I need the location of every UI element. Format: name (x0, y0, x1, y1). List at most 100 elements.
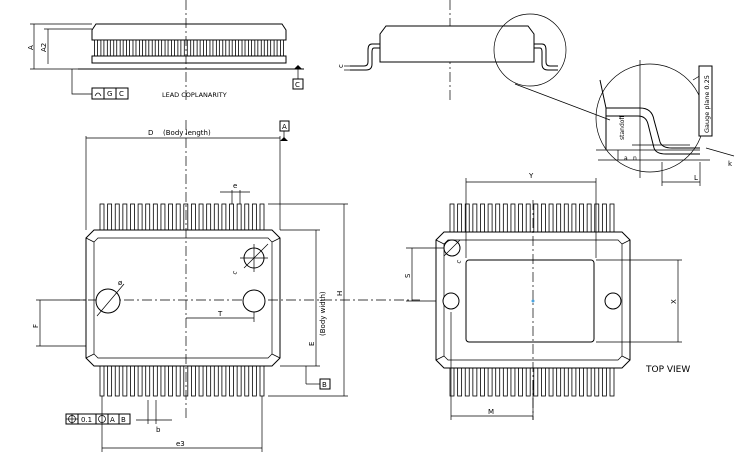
lead-detail-view: standoff a n Gauge plane 0.25 L k (595, 60, 735, 186)
lead-pin (533, 203, 539, 233)
lead-pin (94, 39, 98, 57)
lead-pin (495, 367, 501, 397)
gauge-plane-label: Gauge plane 0.25 (703, 75, 711, 133)
datum-A-label: A (282, 123, 287, 131)
lead-pin (518, 203, 523, 233)
lead-pin (571, 367, 577, 397)
standoff-label: standoff (619, 115, 626, 140)
lead-pin (145, 365, 151, 397)
lead-pin (241, 39, 246, 57)
tol-datum-B: B (121, 416, 126, 424)
dim-e-label: e (233, 182, 237, 190)
lead-pin (99, 365, 105, 397)
lead-pin (175, 203, 181, 231)
lead-coplanarity-label: LEAD COPLANARITY (162, 91, 227, 99)
lead-pin (236, 365, 242, 397)
bottom-view-bottom-leads (99, 365, 265, 397)
dim-b-label: b (156, 426, 161, 434)
lead-pin (206, 365, 212, 397)
tol-value: 0.1 (81, 416, 92, 424)
side-profile-view: c (337, 0, 611, 121)
lead-pin (132, 39, 137, 57)
lead-pin (472, 367, 478, 397)
lead-pin (502, 203, 508, 233)
lead-pin (244, 365, 250, 397)
lead-pin (563, 203, 569, 233)
lead-pin (221, 203, 227, 231)
lead-pin (168, 365, 173, 397)
lead-pin (215, 39, 220, 57)
lead-pin (99, 203, 105, 231)
lead-pin (160, 365, 166, 397)
top-view-label: TOP VIEW (645, 365, 690, 375)
lead-pin (449, 367, 455, 397)
lead-pin (145, 39, 150, 57)
dim-k-label: k (728, 160, 733, 168)
top-view-top-leads (449, 203, 615, 233)
lead-pin (510, 203, 516, 233)
dim-a1-label: a (624, 155, 628, 162)
frame-C: C (119, 90, 124, 98)
datum-C-label: C (295, 81, 300, 89)
dim-e3-label: e3 (176, 440, 185, 448)
bottom-view-top-leads (99, 203, 265, 231)
bottom-view: ø c D (Body length) A e E (Body width) H (32, 120, 420, 452)
lead-pin (107, 365, 113, 397)
lead-pin (229, 203, 234, 231)
dim-F-label: F (32, 324, 40, 328)
lead-pin (251, 203, 257, 231)
dim-c-label: c (337, 64, 345, 68)
lead-pin (138, 39, 143, 57)
lead-pin (548, 203, 554, 233)
lead-pin (235, 39, 240, 57)
dim-S-label: S (404, 273, 412, 278)
lead-pin (541, 367, 546, 397)
lead-pin (137, 365, 143, 397)
lead-pin (480, 203, 485, 233)
lead-pin (260, 39, 265, 57)
lead-pin (457, 367, 463, 397)
lead-pin (130, 365, 135, 397)
dim-E-label: E (308, 342, 316, 346)
lead-pin (196, 39, 201, 57)
lead-pin (449, 203, 455, 233)
lead-pin (244, 203, 250, 231)
lead-pin (601, 367, 607, 397)
lead-pin (518, 367, 523, 397)
lead-pin (609, 367, 615, 397)
lead-pin (114, 365, 120, 397)
lead-pin (221, 365, 227, 397)
lead-pin (594, 203, 600, 233)
lead-pin (586, 367, 592, 397)
lead-pin (525, 367, 531, 397)
dim-A2-label: A2 (40, 43, 48, 52)
frame-G: G (107, 90, 112, 98)
lead-pin (198, 365, 204, 397)
lead-pin (541, 203, 546, 233)
top-view-bottom-leads (449, 367, 615, 397)
lead-pin (472, 203, 478, 233)
lead-pin (457, 203, 463, 233)
top-view: c Y S X M TOP VIEW (404, 172, 690, 420)
lead-pin (556, 367, 562, 397)
dim-X-label: X (670, 299, 678, 304)
lead-pin (273, 39, 278, 57)
tv-hole-label: c (454, 258, 463, 264)
lead-pin (222, 39, 227, 57)
lead-pin (571, 203, 577, 233)
lead-pin (158, 39, 163, 57)
lead-pin (152, 203, 158, 231)
lead-pin (228, 39, 233, 57)
dim-H-label: H (336, 291, 344, 296)
lead-pin (548, 367, 554, 397)
lead-pin (487, 367, 493, 397)
dim-E-body-width: (Body width) (319, 291, 327, 336)
hole-left-label: ø (118, 279, 123, 287)
dim-T-label: T (217, 310, 223, 318)
dim-A-label: A (27, 45, 35, 50)
lead-pin (480, 367, 485, 397)
lead-pin (107, 203, 113, 231)
hole-right-label: c (230, 269, 239, 275)
lead-pin (100, 39, 105, 57)
lead-pin (510, 367, 516, 397)
